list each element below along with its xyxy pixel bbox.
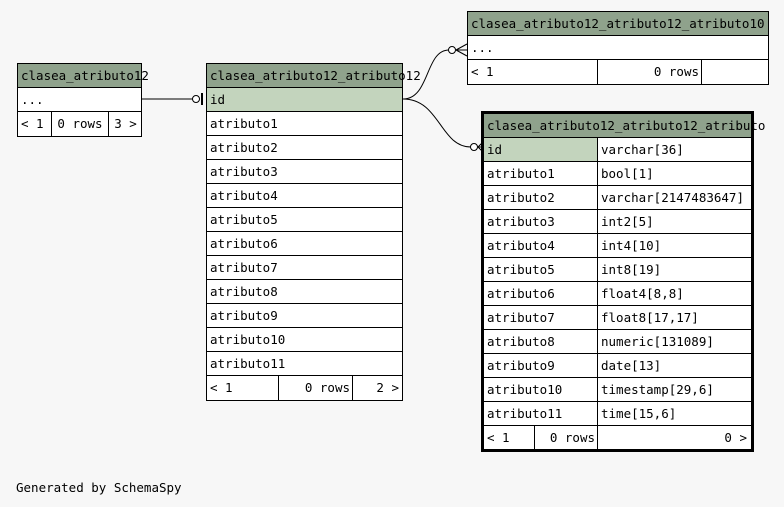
table-row: atributo8 numeric[131089] [484, 330, 751, 354]
table-title: clasea_atributo12_atributo12 [207, 64, 421, 88]
table-clasea-atributo12[interactable]: clasea_atributo12 ... < 1 0 rows 3 > [17, 63, 149, 137]
column-name: id [484, 138, 597, 161]
table-row: atributo6 [207, 232, 402, 256]
column-type: varchar[36] [597, 138, 751, 161]
zero-one-marker [192, 95, 200, 103]
column-type: date[13] [597, 354, 751, 377]
table-title: clasea_atributo12_atributo12_atributo [484, 114, 765, 138]
column-name: id [210, 92, 226, 107]
column-name: atributo10 [487, 382, 563, 397]
column-name: atributo10 [210, 332, 286, 347]
column-name: atributo2 [210, 140, 278, 155]
rel-mid-to-topright [402, 49, 450, 100]
table-row: atributo9 [207, 304, 402, 328]
column-name: atributo9 [210, 308, 278, 323]
table-row: atributo3 [207, 160, 402, 184]
column-name: atributo4 [210, 188, 278, 203]
table-row: ... [18, 88, 141, 112]
primary-key-row: id [207, 88, 402, 112]
table-row: atributo2 varchar[2147483647] [484, 186, 751, 210]
table-row: atributo4 [207, 184, 402, 208]
column-name: atributo5 [487, 262, 555, 277]
nav-parent-count[interactable]: < 1 [21, 116, 44, 131]
table-row: atributo8 [207, 280, 402, 304]
column-type: float8[17,17] [597, 306, 751, 329]
row-count: 0 rows [597, 60, 701, 84]
column-name: atributo8 [210, 284, 278, 299]
column-name: atributo5 [210, 212, 278, 227]
nav-child-count[interactable]: 3 > [108, 112, 142, 136]
table-row: atributo4 int4[10] [484, 234, 751, 258]
table-title: clasea_atributo12_atributo12_atributo10 [468, 12, 768, 36]
rel-mid-to-focus [402, 98, 472, 148]
table-row: atributo10 timestamp[29,6] [484, 378, 751, 402]
table-row: atributo1 bool[1] [484, 162, 751, 186]
table-footer: < 1 0 rows 3 > [18, 112, 141, 136]
column-name: atributo7 [210, 260, 278, 275]
column-type: numeric[131089] [597, 330, 751, 353]
nav-child-count [701, 60, 769, 84]
column-name: atributo9 [487, 358, 555, 373]
table-footer: < 1 0 rows 0 > [484, 426, 751, 450]
column-name: atributo11 [487, 406, 563, 421]
table-row: atributo11 time[15,6] [484, 402, 751, 426]
table-clasea-atributo12-atributo12-atributo[interactable]: clasea_atributo12_atributo12_atributo id… [481, 111, 765, 452]
row-count: 0 rows [278, 376, 352, 400]
nav-parent-count[interactable]: < 1 [210, 380, 233, 395]
table-row: ... [468, 36, 768, 60]
collapsed-columns: ... [21, 92, 44, 107]
column-type: int4[10] [597, 234, 751, 257]
table-row: atributo5 int8[19] [484, 258, 751, 282]
table-footer: < 1 0 rows [468, 60, 768, 84]
table-row: atributo9 date[13] [484, 354, 751, 378]
table-row: atributo6 float4[8,8] [484, 282, 751, 306]
column-type: varchar[2147483647] [597, 186, 751, 209]
column-name: atributo8 [487, 334, 555, 349]
table-row: atributo1 [207, 112, 402, 136]
table-clasea-atributo12-atributo12[interactable]: clasea_atributo12_atributo12 id atributo1… [206, 63, 421, 401]
column-name: atributo3 [487, 214, 555, 229]
column-type: int2[5] [597, 210, 751, 233]
table-row: atributo10 [207, 328, 402, 352]
table-row: atributo5 [207, 208, 402, 232]
nav-child-count[interactable]: 0 > [597, 426, 751, 450]
column-name: atributo1 [210, 116, 278, 131]
table-row: atributo3 int2[5] [484, 210, 751, 234]
column-type: timestamp[29,6] [597, 378, 751, 401]
column-name: atributo7 [487, 310, 555, 325]
nav-parent-count[interactable]: < 1 [471, 64, 494, 79]
column-name: atributo1 [487, 166, 555, 181]
column-type: int8[19] [597, 258, 751, 281]
table-row: atributo7 float8[17,17] [484, 306, 751, 330]
column-name: atributo6 [487, 286, 555, 301]
column-name: atributo2 [487, 190, 555, 205]
column-name: atributo11 [210, 356, 286, 371]
column-type: bool[1] [597, 162, 751, 185]
zero-many-marker [470, 143, 478, 151]
table-footer: < 1 0 rows 2 > [207, 376, 402, 400]
row-count: 0 rows [51, 112, 108, 136]
table-title: clasea_atributo12 [18, 64, 149, 88]
column-name: atributo3 [210, 164, 278, 179]
row-count: 0 rows [534, 426, 597, 450]
table-row: atributo11 [207, 352, 402, 376]
column-type: time[15,6] [597, 402, 751, 425]
nav-child-count[interactable]: 2 > [352, 376, 403, 400]
column-name: atributo4 [487, 238, 555, 253]
collapsed-columns: ... [471, 40, 494, 55]
table-clasea-atributo12-atributo12-atributo10[interactable]: clasea_atributo12_atributo12_atributo10 … [467, 11, 769, 85]
nav-parent-count[interactable]: < 1 [487, 430, 510, 445]
zero-many-marker [448, 46, 456, 54]
table-row: atributo7 [207, 256, 402, 280]
column-name: atributo6 [210, 236, 278, 251]
table-row: atributo2 [207, 136, 402, 160]
generated-by-label: Generated by SchemaSpy [16, 480, 182, 495]
column-type: float4[8,8] [597, 282, 751, 305]
